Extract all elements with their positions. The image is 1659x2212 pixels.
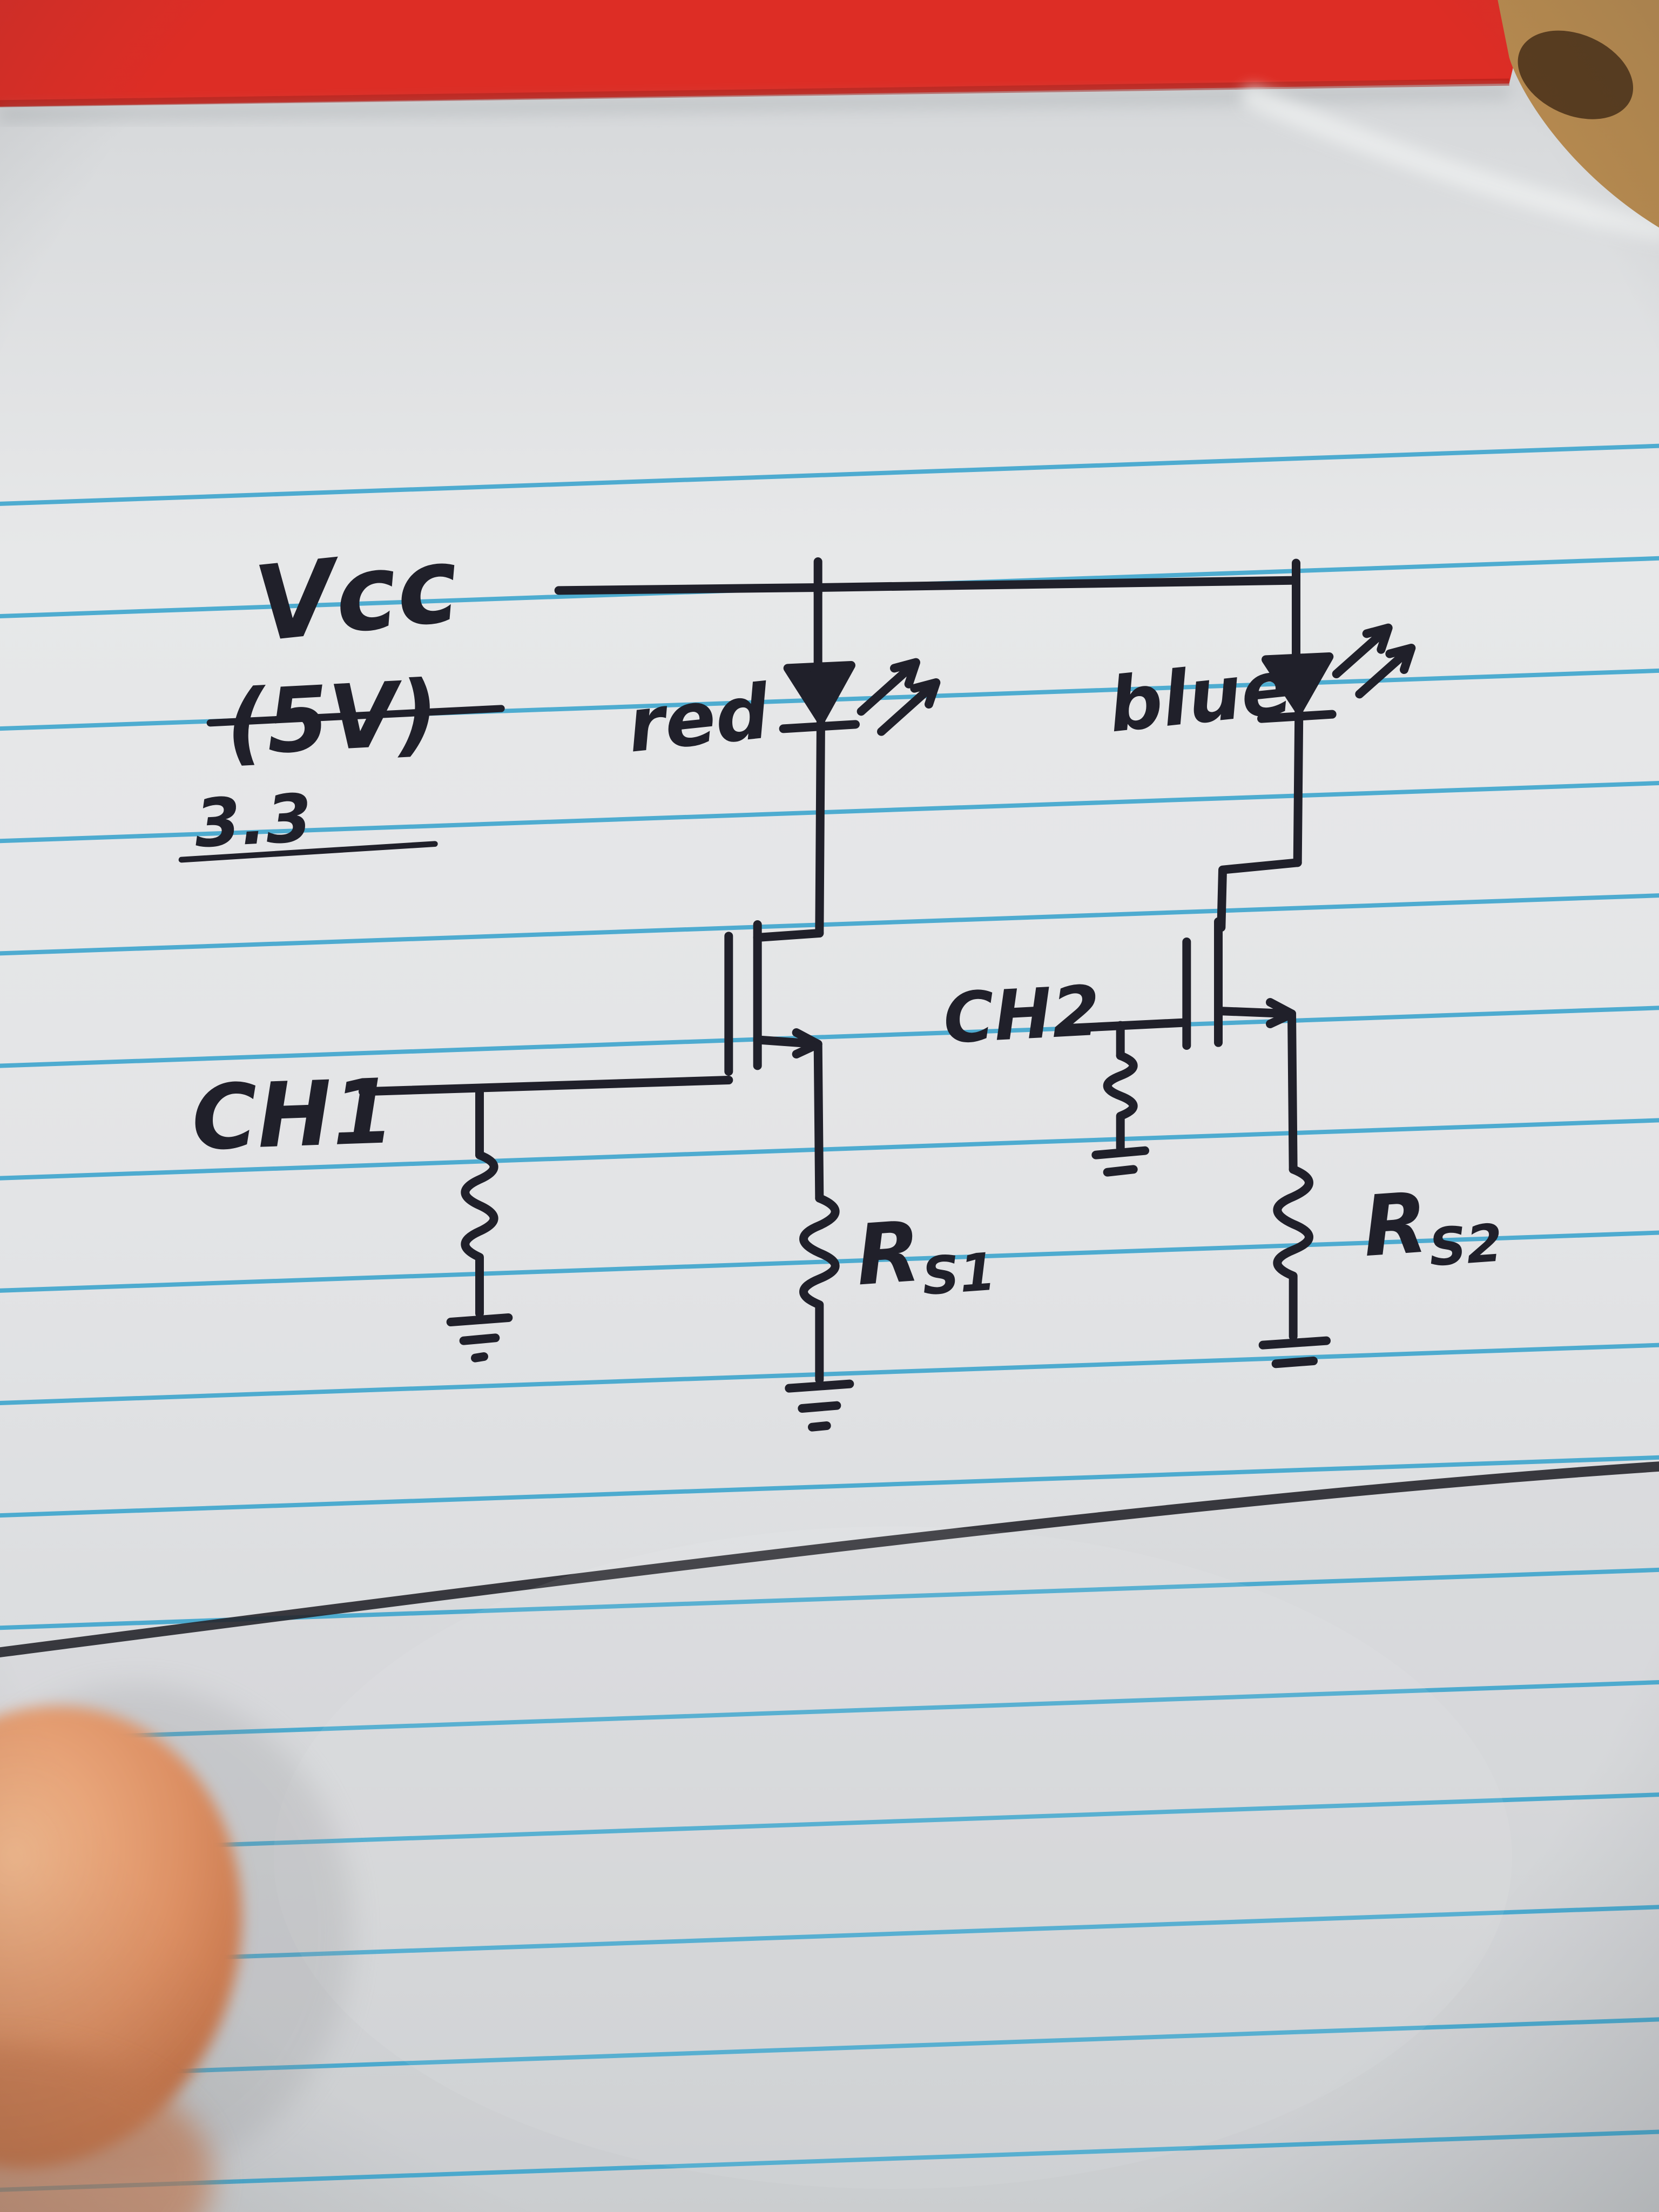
vignette	[0, 0, 1659, 2212]
notebook-photo-svg: Vcc (5V) 3.3 red blue CH1 CH2 RS1 RS2	[0, 0, 1659, 2212]
notebook-photo: Vcc (5V) 3.3 red blue CH1 CH2 RS1 RS2	[0, 0, 1659, 2212]
